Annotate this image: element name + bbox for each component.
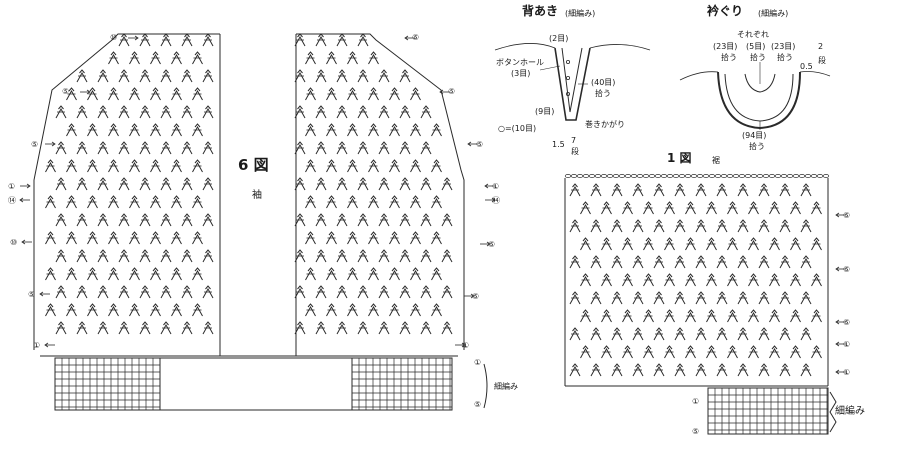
sleeve-marker-left-7: ⑤ bbox=[28, 290, 36, 299]
back-opening-dim-3: 段 bbox=[571, 147, 579, 156]
sleeve-left-pattern bbox=[45, 33, 214, 335]
sleeve-marker-left-8: ① bbox=[33, 341, 41, 350]
sleeve-marker-right-8: ① bbox=[462, 341, 470, 350]
hem-band-marker-1: ① bbox=[692, 397, 700, 406]
neckline-subtitle: (細編み) bbox=[758, 9, 789, 18]
sleeve-band-left bbox=[54, 357, 161, 411]
sleeve-marker-left-6: ⑩ bbox=[10, 238, 18, 247]
sleeve-band-right bbox=[351, 357, 453, 411]
sleeve-marker-right-2: ⑤ bbox=[448, 87, 456, 96]
hem-marker-right-2: ⑤ bbox=[843, 265, 851, 274]
button-hole-count: (3目) bbox=[511, 69, 531, 78]
sleeve-marker-right-7: ⑤ bbox=[472, 292, 480, 301]
hem-top-edge bbox=[564, 174, 830, 178]
back-opening-title: 背あき bbox=[522, 4, 559, 18]
sleeve-name: 袖 bbox=[252, 190, 262, 201]
neckline-action-middle: 拾う bbox=[750, 53, 766, 62]
neckline-count-left: (23目) bbox=[713, 42, 738, 51]
back-opening-bottom-count: (9目) bbox=[535, 107, 555, 116]
sleeve-right-pattern bbox=[294, 33, 453, 335]
sleeve-marker-right-5: ⑭ bbox=[492, 196, 500, 205]
hem-marker-right-1: ⑤ bbox=[843, 211, 851, 220]
sleeve-band-marker-1: ① bbox=[474, 358, 482, 367]
sleeve-marker-right-4: ① bbox=[492, 182, 500, 191]
wrap-stitch-label: 巻きかがり bbox=[585, 120, 625, 129]
sleeve-marker-left-3: ⑤ bbox=[31, 140, 39, 149]
hem-band bbox=[707, 387, 829, 435]
neckline-count-right: (23目) bbox=[771, 42, 796, 51]
back-opening-side-count: (40目) bbox=[591, 78, 616, 87]
hem-band-zigzag bbox=[829, 391, 837, 433]
hem-band-label: 細編み bbox=[835, 406, 865, 417]
neckline-action-left: 拾う bbox=[721, 53, 737, 62]
sleeve-figure-label: 6 図 bbox=[238, 156, 269, 174]
neckline-right-dim: 2 bbox=[818, 42, 824, 51]
neckline-title: 衿ぐり bbox=[707, 4, 744, 18]
back-opening-dim-1: 1.5 bbox=[552, 140, 565, 149]
back-opening-side-action: 拾う bbox=[595, 89, 611, 98]
sleeve-marker-left-2: ⑤ bbox=[62, 87, 70, 96]
sleeve-marker-left-5: ⑭ bbox=[8, 196, 16, 205]
sleeve-marker-right-6: ⑤ bbox=[488, 240, 496, 249]
neckline-side-dim: 0.5 bbox=[800, 62, 813, 71]
sleeve-marker-left-1: ⑩ bbox=[110, 33, 118, 42]
hem-marker-right-4: ① bbox=[843, 340, 851, 349]
neckline-count-middle: (5目) bbox=[746, 42, 766, 51]
neckline-schematic bbox=[679, 62, 831, 130]
sleeve-band-brace bbox=[483, 363, 488, 409]
neckline-note: それぞれ bbox=[737, 30, 769, 39]
sleeve-band-label: 細編み bbox=[494, 382, 518, 391]
hem-band-marker-2: ⑤ bbox=[692, 427, 700, 436]
hem-pattern bbox=[569, 183, 822, 377]
neckline-right-unit: 段 bbox=[818, 56, 826, 65]
neckline-bottom-action: 拾う bbox=[749, 142, 765, 151]
sleeve-marker-left-4: ① bbox=[8, 182, 16, 191]
hem-figure-label: 1 図 bbox=[667, 151, 692, 165]
neckline-action-right: 拾う bbox=[777, 53, 793, 62]
back-opening-top-count: (2目) bbox=[549, 34, 569, 43]
hem-marker-right-3: ⑤ bbox=[843, 318, 851, 327]
row-arrows bbox=[19, 35, 846, 375]
back-opening-schematic bbox=[494, 43, 651, 121]
button-hole-label: ボタンホール bbox=[496, 58, 544, 67]
back-opening-legend: ○=(10目) bbox=[498, 124, 537, 133]
sleeve-marker-right-3: ⑤ bbox=[476, 140, 484, 149]
sleeve-band-marker-2: ⑤ bbox=[474, 400, 482, 409]
back-opening-subtitle: (細編み) bbox=[565, 9, 596, 18]
neckline-bottom-count: (94目) bbox=[742, 131, 767, 140]
back-opening-dim-2: 7 bbox=[571, 136, 577, 145]
sleeve-outline bbox=[33, 33, 465, 357]
hem-name: 裾 bbox=[712, 156, 720, 165]
sleeve-marker-right-1: ⑤ bbox=[412, 33, 420, 42]
hem-marker-right-5: ① bbox=[843, 368, 851, 377]
